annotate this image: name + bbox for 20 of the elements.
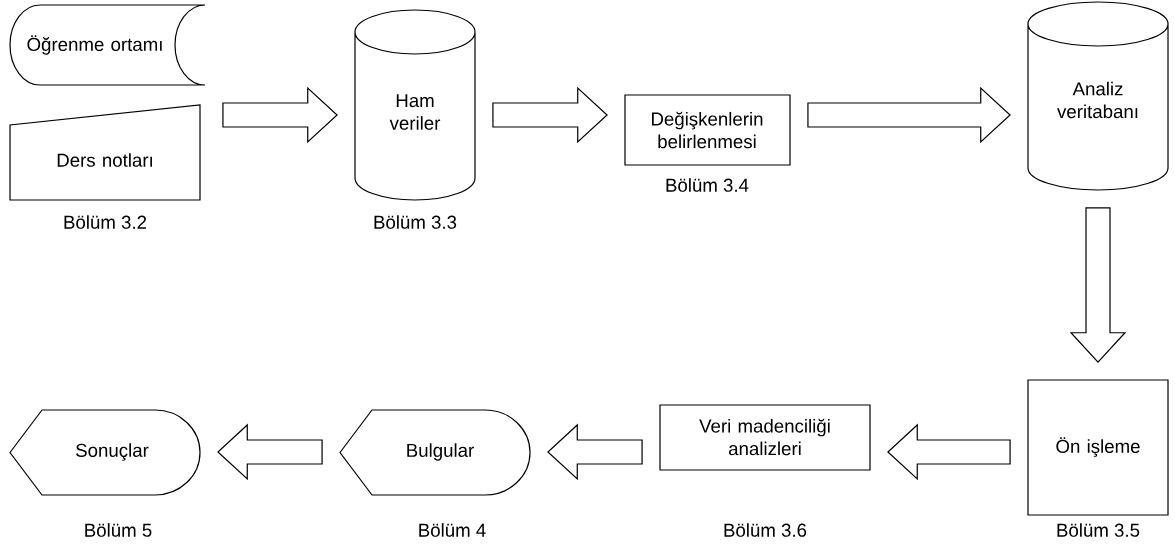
stored-data-shape: Öğrenme ortamı [9,4,206,86]
database-cylinder: Analiz veritabanı [1027,1,1169,191]
block-arrow [1069,207,1127,363]
block-arrow [492,86,608,144]
section-caption: Bölüm 4 [419,523,486,537]
process-box: Ön işleme [1027,379,1169,516]
section-caption: Bölüm 3.4 [666,178,749,192]
section-caption: Bölüm 3.5 [1057,523,1140,537]
process-box: Değişkenlerin belirlenmesi [624,94,791,166]
section-caption: Bölüm 5 [85,523,152,537]
block-arrow [547,423,643,481]
section-caption: Bölüm 3.6 [724,523,807,537]
block-arrow [807,86,1011,144]
block-arrow [887,423,1011,481]
section-caption: Bölüm 3.2 [64,215,147,229]
block-arrow [217,423,323,481]
section-caption: Bölüm 3.3 [374,215,457,229]
process-box: Veri madenciliği analizleri [659,404,871,471]
block-arrow [222,86,338,144]
database-cylinder: Ham veriler [354,9,476,201]
